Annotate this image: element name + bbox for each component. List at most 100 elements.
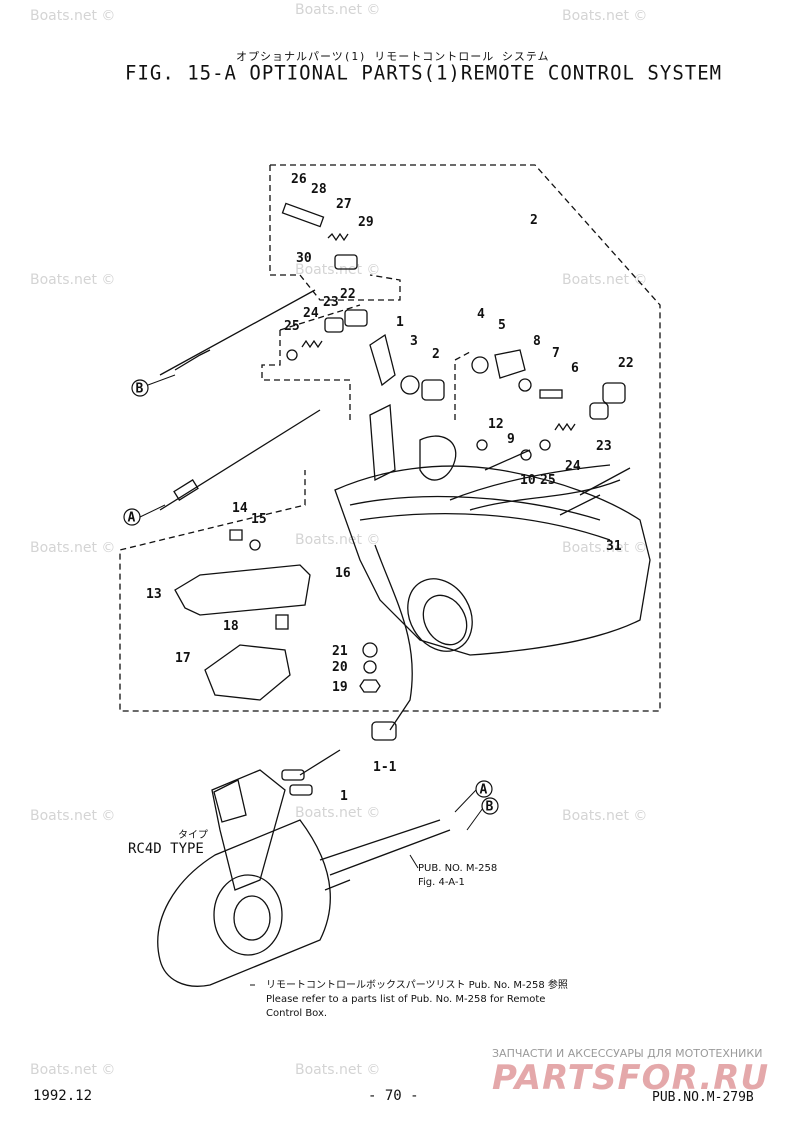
cable-ref-b: B — [136, 382, 144, 397]
main-cable — [374, 544, 413, 731]
washer-15 — [249, 539, 261, 551]
callout-number: 28 — [311, 182, 327, 197]
callout-number: 1-1 — [373, 760, 397, 775]
engine-housing-detail — [359, 513, 611, 541]
spring-24b — [554, 422, 576, 432]
group-outline-dashed — [119, 164, 661, 712]
group-outline-dashed — [279, 304, 361, 331]
washer-8 — [518, 378, 532, 392]
callout-number: 1 — [340, 789, 348, 804]
pub-reference: PUB. NO. M-258 Fig. 4-A-1 — [418, 862, 497, 890]
callout-number: 18 — [223, 619, 239, 634]
grommet-1-1 — [371, 721, 397, 741]
cable-1 — [299, 749, 341, 776]
sleeve-23 — [324, 317, 344, 333]
cable-ref-a: A — [480, 783, 488, 798]
note-line: Control Box. — [266, 1008, 328, 1019]
pub-reference-figure: Fig. 4-A-1 — [418, 877, 465, 888]
callout-number: 21 — [332, 644, 348, 659]
rod-9 — [484, 449, 531, 471]
callout-number: 25 — [284, 319, 300, 334]
connector — [289, 784, 313, 796]
callout-number: 5 — [498, 318, 506, 333]
callout-number: 31 — [606, 539, 622, 554]
bracket-13 — [174, 564, 311, 616]
cable-to-box — [324, 879, 351, 891]
spring-24 — [301, 339, 323, 349]
remote-box-hub — [213, 874, 283, 956]
remote-box-hub-inner — [233, 895, 271, 941]
callout-number: 26 — [291, 172, 307, 187]
cable-a-fitting — [173, 479, 199, 501]
callout-number: 1 — [396, 315, 404, 330]
callout-number: 22 — [618, 356, 634, 371]
callout-number: 19 — [332, 680, 348, 695]
washer-20 — [363, 660, 377, 674]
callout-number: 23 — [596, 439, 612, 454]
nut-10 — [520, 449, 532, 461]
remote-box-type-label: RC4D TYPE — [128, 841, 204, 857]
joint-22 — [344, 309, 368, 327]
watermark: Boats.net © — [562, 808, 648, 824]
cable-ref-a: A — [128, 511, 136, 526]
watermark: Boats.net © — [295, 262, 381, 278]
remote-control-box — [157, 819, 332, 987]
bolt-14 — [229, 529, 243, 541]
collar-2 — [421, 379, 445, 401]
shop-logo: PARTSFOR.RU — [492, 1058, 770, 1098]
bolt-6 — [539, 389, 563, 399]
lever-grip — [213, 779, 247, 823]
callout-number: 9 — [507, 432, 515, 447]
callout-number: 30 — [296, 251, 312, 266]
callout-number: 15 — [251, 512, 267, 527]
callout-number: 23 — [323, 295, 339, 310]
subtitle-japanese: オプショナルパーツ(1) リモートコントロール システム — [236, 50, 550, 63]
nut-12 — [476, 439, 488, 451]
wire-harness — [449, 464, 621, 511]
footer-date: 1992.12 — [33, 1088, 93, 1104]
bush-3 — [400, 375, 420, 395]
callout-number: 6 — [571, 361, 579, 376]
plate-17 — [204, 644, 291, 701]
callout-number: 3 — [410, 334, 418, 349]
watermark: Boats.net © — [295, 1062, 381, 1078]
callout-number: 7 — [552, 346, 560, 361]
plate-4 — [471, 356, 489, 374]
engine-housing-detail — [349, 495, 601, 521]
callout-number: 25 — [540, 473, 556, 488]
callout-number: 17 — [175, 651, 191, 666]
spring-27 — [327, 232, 349, 242]
throttle-arm — [419, 435, 457, 481]
callout-number: 2 — [432, 347, 440, 362]
callout-number: 20 — [332, 660, 348, 675]
lever-1 — [369, 333, 396, 387]
group-outline-dashed — [261, 330, 351, 420]
washer-25b — [539, 439, 551, 451]
watermark: Boats.net © — [295, 2, 381, 18]
control-lever — [211, 769, 286, 891]
watermark: Boats.net © — [30, 1062, 116, 1078]
callout-number: 29 — [358, 215, 374, 230]
joint-29 — [334, 254, 358, 270]
watermark: Boats.net © — [30, 540, 116, 556]
watermark: Boats.net © — [562, 272, 648, 288]
watermark: Boats.net © — [30, 8, 116, 24]
wire-31 — [559, 467, 631, 516]
cable-end-fitting — [281, 202, 325, 228]
connector — [281, 769, 305, 781]
pub-reference-number: PUB. NO. M-258 — [418, 863, 498, 874]
callout-number: 14 — [232, 501, 248, 516]
exhaust-port — [407, 578, 473, 652]
remote-box-type-kana: タイプ — [178, 830, 208, 841]
note-line: Please refer to a parts list of Pub. No.… — [266, 994, 546, 1005]
engine-housing — [334, 465, 651, 656]
figure-title: FIG. 15-A OPTIONAL PARTS(1)REMOTE CONTRO… — [125, 61, 723, 85]
watermark: Boats.net © — [30, 272, 116, 288]
group-outline-dashed — [269, 165, 401, 301]
page-number: - 70 - — [368, 1088, 419, 1104]
group-outline-dashed — [454, 351, 471, 420]
callout-number: 4 — [477, 307, 485, 322]
washer-25 — [286, 349, 298, 361]
callout-number: 2 — [530, 213, 538, 228]
